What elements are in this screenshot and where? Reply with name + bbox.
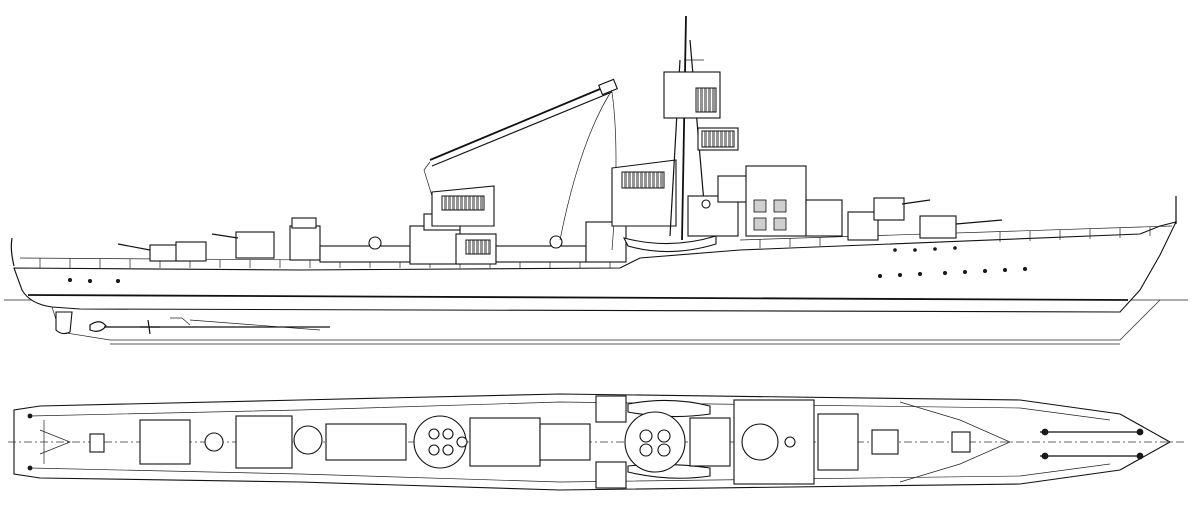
- boot-topping: [27, 294, 1129, 301]
- bridge-superstructure: [687, 165, 843, 237]
- plan-aft-guns: [89, 415, 407, 469]
- propeller-rudder: [55, 311, 330, 335]
- plan-forward-guns: [871, 401, 1144, 483]
- plan-torpedo-mount-aft: [413, 415, 591, 469]
- stern-flagstaff: [10, 237, 15, 267]
- plan-bridge: [733, 399, 859, 485]
- side-profile-view: [4, 15, 1188, 345]
- aft-gun-turrets: [117, 217, 321, 262]
- plan-view: [8, 393, 1184, 491]
- hull-side: [13, 221, 1178, 313]
- aft-funnel: [431, 185, 495, 227]
- portholes: [68, 246, 1028, 283]
- forward-funnel: [611, 159, 677, 227]
- ships-boat: [622, 235, 717, 253]
- main-mast: [663, 15, 739, 241]
- plan-stern: [27, 413, 71, 471]
- crane-boom: [423, 78, 619, 251]
- forward-gun-turrets: [847, 197, 1003, 241]
- plan-midship: [595, 395, 731, 489]
